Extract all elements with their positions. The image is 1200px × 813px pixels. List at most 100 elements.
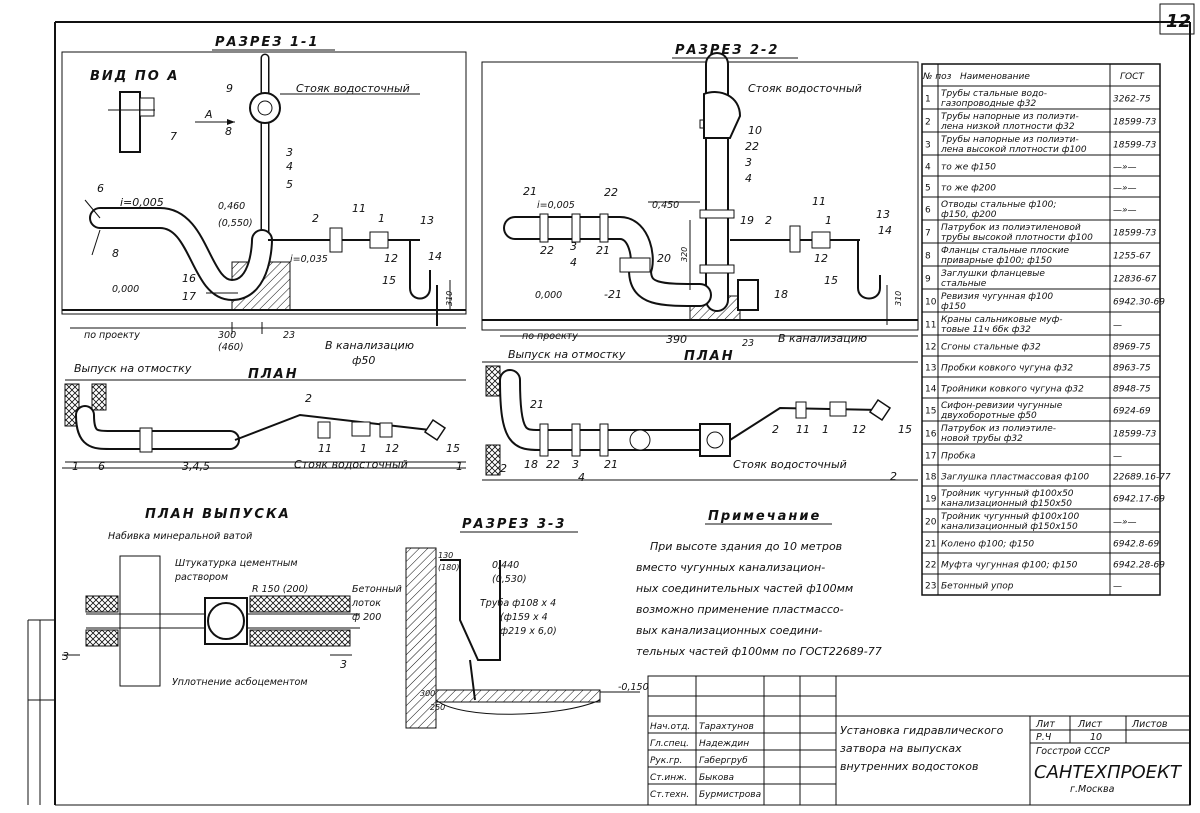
beton-2: лоток [351, 598, 381, 609]
staff-name: Надеждин [699, 739, 749, 749]
staff-role: Ст.техн. [650, 790, 689, 800]
spec-row-gost: 22689.16-77 [1113, 473, 1171, 483]
spec-row-name: стальные [941, 279, 987, 289]
dim-23a: 23 [283, 330, 295, 341]
list-value: 10 [1090, 732, 1102, 743]
note-line-4: возможно применение пластмассо- [636, 603, 844, 616]
plan2-callout-12: 12 [852, 423, 866, 436]
s3-180: (180) [438, 563, 460, 572]
spec-row-name: Патрубок из полиэтиленовой [941, 223, 1081, 233]
title-line-2: затвора на выпусках [840, 742, 962, 755]
shtukaturka-2: раствором [174, 572, 228, 583]
po-proektu-1: по проекту [84, 330, 140, 341]
staff-name: Бурмистрова [699, 790, 761, 800]
callout-15: 15 [382, 274, 396, 287]
spec-row-name: Краны сальниковые муф- [941, 315, 1063, 325]
spec-row-num: 15 [925, 407, 936, 417]
callout-11: 11 [352, 202, 366, 215]
spec-row-gost: 3262-75 [1113, 95, 1151, 105]
spec-row-name: канализационный ф150х150 [941, 522, 1078, 532]
spec-row-gost: 6942.28-69 [1113, 561, 1165, 571]
spec-row-gost: 6942.8-69 [1113, 540, 1159, 550]
callout-4: 4 [286, 160, 293, 173]
dim-23b: 23 [742, 338, 754, 349]
callout-345: 3,4,5 [182, 460, 210, 473]
list-label: Лист [1077, 719, 1103, 730]
spec-row-name: то же ф200 [941, 184, 996, 194]
callout-12: 12 [384, 252, 398, 265]
spec-row-name: ф150, ф200 [941, 210, 997, 220]
dim-300: 300 [218, 330, 236, 341]
org-line-3: г.Москва [1070, 784, 1115, 795]
truba-1: Труба ф108 х 4 [480, 598, 556, 609]
dim-320: 320 [680, 247, 689, 262]
plan1-callout-6: 6 [98, 460, 105, 473]
spec-row-num: 19 [925, 495, 937, 505]
spec-row-name: Тройники ковкого чугуна ф32 [941, 385, 1084, 395]
beton-1: Бетонный [352, 584, 402, 595]
spec-row-num: 23 [925, 582, 936, 592]
callout-6: 6 [97, 182, 104, 195]
v-kanal-1-d: ф50 [352, 354, 375, 367]
callout-3: 3 [286, 146, 293, 159]
spec-row-num: 18 [925, 473, 937, 483]
spec-row-name: трубы высокой плотности ф100 [941, 233, 1093, 243]
spec-row-num: 7 [925, 229, 931, 239]
r2-callout-20: 20 [657, 252, 671, 265]
r2-callout-22b: 22 [540, 244, 554, 257]
section-3-3-title: РАЗРЕЗ 3-3 [462, 517, 566, 532]
v-kanal-2: В канализацию [778, 332, 867, 345]
spec-row-name: Сгоны стальные ф32 [941, 343, 1041, 353]
spec-row-name: Трубы напорные из полиэти- [941, 135, 1079, 145]
callout-8b: 8 [112, 247, 119, 260]
plan1-callout-12: 12 [385, 442, 399, 455]
staff-name: Габергруб [699, 756, 748, 766]
r2-callout-2: 2 [765, 214, 772, 227]
spec-row-name: Пробка [941, 452, 976, 462]
spec-row-gost: 8963-75 [1113, 364, 1151, 374]
v-kanal-1: В канализацию [325, 339, 414, 352]
spec-row-name: Муфта чугунная ф100; ф150 [941, 561, 1078, 571]
spec-row-name: Отводы стальные ф100; [941, 200, 1056, 210]
mark-3b: 3 [340, 658, 347, 671]
nabivka-label: Набивка минеральной ватой [108, 531, 252, 542]
lit-label: Лит [1035, 719, 1055, 730]
section-2-2 [481, 52, 919, 337]
spec-row-name: Тройник чугунный ф100х50 [941, 489, 1074, 499]
spec-row-gost: 18599-73 [1113, 430, 1157, 440]
spec-row-name: Фланцы стальные плоские [941, 246, 1070, 256]
spec-row-name: то же ф150 [941, 163, 996, 173]
spec-row-num: 16 [925, 430, 937, 440]
shtukaturka-1: Штукатурка цементным [175, 558, 298, 569]
staff-name: Тарахтунов [699, 722, 754, 732]
slope-3: i=0,005 [537, 200, 575, 211]
spec-row-gost: — [1113, 321, 1122, 331]
stoyak-label-3: Стояк водосточный [748, 82, 862, 95]
plan2-callout-21b: 21 [604, 458, 618, 471]
r150-label: R 150 (200) [252, 584, 308, 595]
spec-header-1: Наименование [960, 72, 1030, 82]
spec-row-gost: 8948-75 [1113, 385, 1151, 395]
spec-row-name: Заглушка пластмассовая ф100 [941, 473, 1089, 483]
plan-1-title: ПЛАН [248, 367, 299, 382]
spec-row-gost: 8969-75 [1113, 343, 1151, 353]
spec-row-num: 14 [925, 385, 937, 395]
spec-row-name: лена низкой плотности ф32 [940, 122, 1075, 132]
spec-row-name: Пробки ковкого чугуна ф32 [941, 364, 1073, 374]
elev-550: (0,550) [218, 218, 253, 229]
callout-1: 1 [378, 212, 385, 225]
plan-1 [62, 379, 466, 469]
r2-callout-15: 15 [824, 274, 838, 287]
spec-row-num: 3 [925, 141, 931, 151]
callout-14: 14 [428, 250, 442, 263]
spec-row-gost: 1255-67 [1113, 252, 1151, 262]
r2-callout-3: 3 [570, 240, 577, 253]
note-line-6: тельных частей ф100мм по ГОСТ22689-77 [636, 645, 882, 658]
dim-460: (460) [218, 342, 244, 353]
spec-row-num: 20 [925, 518, 937, 528]
section-2-2-title: РАЗРЕЗ 2-2 [675, 43, 779, 58]
spec-row-name: Патрубок из полиэтиле- [941, 424, 1056, 434]
r2-callout-10: 10 [748, 124, 762, 137]
